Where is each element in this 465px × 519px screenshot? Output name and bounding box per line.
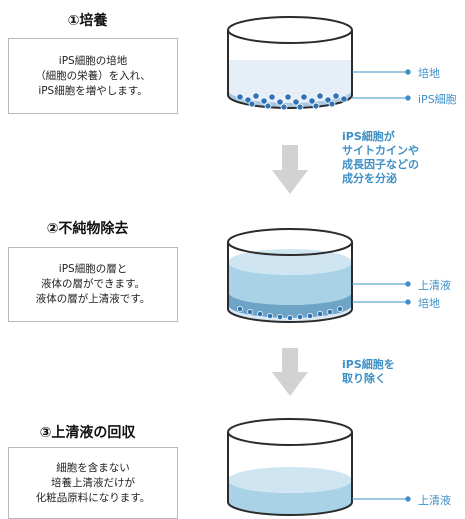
step-1-line-3: iPS細胞を増やします。 bbox=[38, 84, 148, 97]
arrow-note-1-line-2: サイトカインや bbox=[342, 144, 419, 157]
dish-3-leaders bbox=[352, 496, 411, 502]
step-2-description: iPS細胞の層と 液体の層ができます。 液体の層が上清液です。 bbox=[8, 247, 178, 322]
step-1-line-1: iPS細胞の培地 bbox=[58, 54, 128, 67]
dish-3-supernatant bbox=[228, 480, 352, 515]
down-arrow-1 bbox=[272, 145, 308, 194]
ips-cells bbox=[236, 92, 348, 111]
step-3-line-2: 培養上清液だけが bbox=[51, 476, 135, 489]
dish-2 bbox=[227, 228, 353, 323]
label-supernatant-dish-3: 上清液 bbox=[418, 494, 451, 507]
arrow-note-2-line-2: 取り除く bbox=[342, 372, 386, 385]
dish-2-supernatant bbox=[228, 262, 352, 305]
step-3-title: ③上清液の回収 bbox=[39, 425, 136, 441]
label-supernatant-dish-2: 上清液 bbox=[418, 279, 451, 292]
label-ips-cells-dish-1: iPS細胞 bbox=[418, 93, 457, 106]
arrow-note-1-line-4: 成分を分泌 bbox=[342, 172, 397, 185]
step-2-line-2: 液体の層ができます。 bbox=[41, 278, 145, 290]
dish-1-cell-layer bbox=[228, 90, 352, 108]
step-2-title: ②不純物除去 bbox=[46, 221, 129, 237]
arrow-note-1-line-3: 成長因子などの bbox=[342, 158, 419, 171]
down-arrow-2 bbox=[272, 348, 308, 396]
dish-2-leaders bbox=[352, 281, 411, 305]
ips-cells-layer bbox=[237, 306, 343, 321]
arrow-note-2: iPS細胞を 取り除く bbox=[342, 358, 395, 386]
step-2-line-3: 液体の層が上清液です。 bbox=[35, 293, 151, 305]
dish-2-cell-layer bbox=[228, 305, 352, 322]
step-3-line-3: 化粧品原料になります。 bbox=[35, 491, 151, 504]
dish-1-leaders bbox=[352, 69, 411, 101]
step-3-line-1: 細胞を含まない bbox=[56, 461, 130, 474]
arrow-note-1: iPS細胞が サイトカインや 成長因子などの 成分を分泌 bbox=[342, 130, 419, 186]
step-3-description: 細胞を含まない 培養上清液だけが 化粧品原料になります。 bbox=[8, 447, 178, 519]
label-medium-dish-2: 培地 bbox=[418, 297, 440, 310]
step-1-line-2: （細胞の栄養）を入れ、 bbox=[35, 69, 151, 82]
label-medium-dish-1: 培地 bbox=[418, 67, 440, 80]
step-1-title: ①培養 bbox=[67, 13, 108, 29]
dish-3 bbox=[227, 418, 353, 516]
step-2-line-1: iPS細胞の層と bbox=[58, 263, 128, 275]
arrow-note-1-line-1: iPS細胞が bbox=[342, 130, 395, 143]
step-1-description: iPS細胞の培地 （細胞の栄養）を入れ、 iPS細胞を増やします。 bbox=[8, 38, 178, 114]
arrow-note-2-line-1: iPS細胞を bbox=[342, 358, 395, 371]
dish-1 bbox=[227, 16, 353, 111]
